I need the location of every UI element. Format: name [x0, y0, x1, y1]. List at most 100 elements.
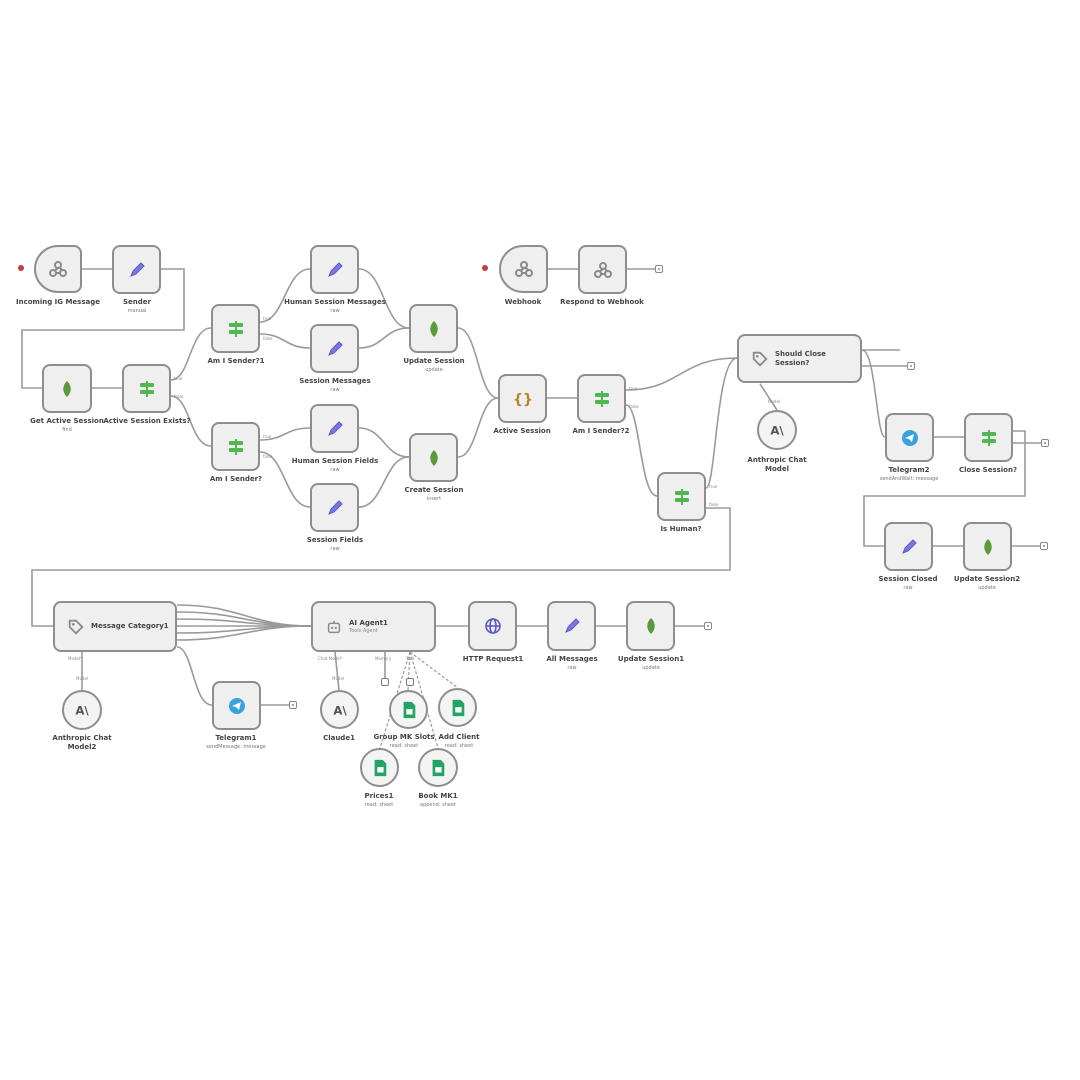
node-am-i-sender-1[interactable] — [211, 304, 260, 353]
mongodb-leaf-icon — [983, 538, 992, 555]
add-node-endpoint[interactable] — [704, 622, 712, 630]
node-label: Is Human? — [660, 525, 702, 533]
add-node-endpoint[interactable] — [907, 362, 915, 370]
node-am-i-sender[interactable] — [211, 422, 260, 471]
node-sublabel: raw — [330, 467, 340, 473]
port-false: false — [263, 454, 273, 459]
node-label: Active Session Exists? — [103, 417, 191, 425]
node-label: Telegram1 — [215, 734, 257, 742]
add-node-endpoint[interactable] — [1041, 439, 1049, 447]
code-braces-icon: {} — [513, 392, 533, 408]
node-sender[interactable] — [112, 245, 161, 294]
node-label: Prices1 — [364, 792, 394, 800]
add-memory-button[interactable] — [381, 678, 389, 686]
svg-text:A\: A\ — [333, 703, 347, 717]
port-model: Model — [768, 399, 781, 404]
mongodb-leaf-icon — [63, 380, 71, 397]
edge-sessionmsgs-update — [358, 327, 410, 349]
node-group-mk-slots[interactable] — [389, 690, 428, 729]
node-claude-1[interactable]: A\ — [320, 690, 359, 729]
edge-tool-addclient — [409, 651, 459, 689]
node-add-client[interactable] — [438, 688, 477, 727]
node-all-messages[interactable] — [547, 601, 596, 651]
node-webhook[interactable] — [499, 245, 548, 293]
webhook-icon — [514, 261, 533, 277]
port-false: false — [629, 404, 639, 409]
edge-sessionfields-create — [358, 456, 410, 508]
if-branch-icon — [228, 320, 243, 337]
edge-ishuman-msgcat — [31, 507, 731, 627]
node-update-session-1[interactable] — [626, 601, 675, 651]
node-label: Human Session Fields — [291, 457, 379, 465]
node-ai-agent-1[interactable]: AI Agent1 Tools Agent — [311, 601, 436, 652]
node-active-session-exists[interactable] — [122, 364, 171, 413]
svg-text:A\: A\ — [75, 704, 89, 718]
node-label: Message Category1 — [91, 622, 169, 630]
node-sublabel: raw — [330, 308, 340, 314]
node-create-session[interactable] — [409, 433, 458, 482]
edge-am1-humanmsgs — [259, 268, 311, 323]
node-human-session-messages[interactable] — [310, 245, 359, 294]
node-label: Session Messages — [299, 377, 371, 385]
sheets-icon — [403, 701, 415, 718]
port-model: Model* — [68, 656, 83, 661]
node-update-session[interactable] — [409, 304, 458, 353]
if-branch-icon — [981, 429, 996, 446]
node-label: Update Session2 — [953, 575, 1021, 583]
port-model: Model — [76, 676, 89, 681]
node-should-close-session[interactable]: Should Close Session? — [737, 334, 862, 383]
node-sublabel: find — [62, 427, 72, 433]
edge-am-humanfields — [259, 427, 311, 441]
node-book-mk-1[interactable] — [418, 748, 458, 787]
node-close-session[interactable] — [964, 413, 1013, 462]
anthropic-icon: A\ — [333, 703, 347, 717]
node-telegram2[interactable] — [885, 413, 934, 462]
edge-anthropic-should — [759, 383, 778, 411]
node-active-session[interactable]: {} — [498, 374, 547, 423]
node-am-i-sender-2[interactable] — [577, 374, 626, 423]
add-node-endpoint[interactable] — [289, 701, 297, 709]
webhook-icon — [593, 261, 612, 278]
node-telegram-1[interactable] — [212, 681, 261, 730]
edge-humanfields-create — [358, 427, 410, 458]
node-get-active-session[interactable] — [42, 364, 92, 413]
node-label: Update Session1 — [617, 655, 685, 663]
node-label: Human Session Messages — [284, 298, 386, 306]
port-chat-model: Chat Model* — [318, 656, 343, 661]
node-session-messages[interactable] — [310, 324, 359, 373]
node-sublabel: raw — [567, 665, 577, 671]
port-tool: Tool — [406, 656, 414, 661]
add-node-endpoint[interactable] — [1040, 542, 1048, 550]
robot-icon — [327, 620, 341, 633]
node-label: Close Session? — [958, 466, 1018, 474]
node-session-closed[interactable] — [884, 522, 933, 571]
node-prices-1[interactable] — [360, 748, 399, 787]
node-label: All Messages — [546, 655, 598, 663]
add-node-endpoint[interactable] — [655, 265, 663, 273]
port-true: true — [263, 434, 272, 439]
node-anthropic-chat-model-2[interactable]: A\ — [62, 690, 102, 730]
node-human-session-fields[interactable] — [310, 404, 359, 453]
node-incoming-ig-message[interactable] — [34, 245, 82, 293]
port-true: true — [709, 484, 718, 489]
edge-shouldclose-telegram2 — [861, 349, 886, 438]
node-label: Book MK1 — [418, 792, 458, 800]
node-label: Am I Sender?2 — [572, 427, 630, 435]
node-label: Respond to Webhook — [560, 298, 644, 306]
add-tool-button[interactable] — [406, 678, 414, 686]
trigger-indicator — [18, 265, 24, 271]
trigger-indicator — [482, 265, 488, 271]
node-anthropic-chat-model[interactable]: A\ — [757, 410, 797, 450]
node-session-fields[interactable] — [310, 483, 359, 532]
node-respond-to-webhook[interactable] — [578, 245, 627, 294]
node-label: Should Close Session? — [775, 349, 826, 367]
node-http-request-1[interactable] — [468, 601, 517, 651]
node-sublabel: update — [978, 585, 996, 591]
edge-msgcat-telegram1 — [176, 646, 213, 706]
node-update-session-2[interactable] — [963, 522, 1012, 571]
node-message-category-1[interactable]: Message Category1 — [53, 601, 177, 652]
node-is-human[interactable] — [657, 472, 706, 521]
port-false: false — [709, 502, 719, 507]
edge-close-sessionclosed — [863, 430, 1026, 547]
